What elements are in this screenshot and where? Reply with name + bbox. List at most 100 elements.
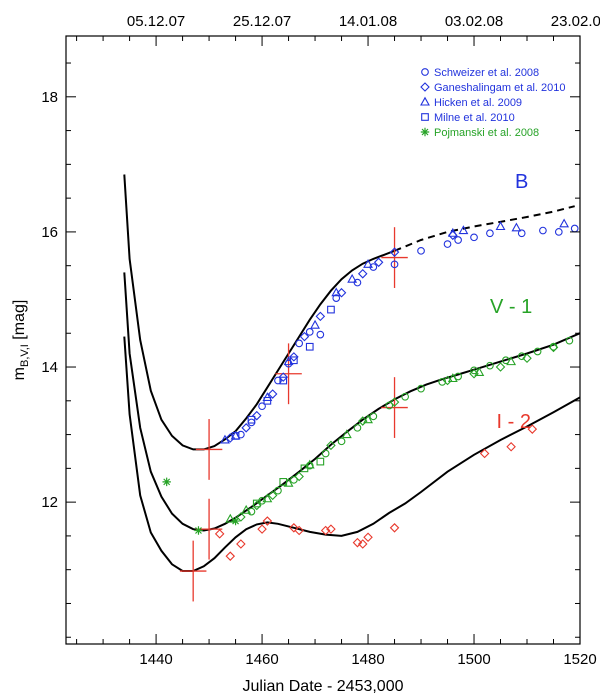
y-axis-label: mB,V,I [mag] (11, 300, 31, 381)
data-point-v-circle (274, 486, 282, 495)
legend-marker-diamond (420, 82, 430, 92)
legend-label: Milne et al. 2010 (434, 112, 515, 124)
data-point-v-triangle (447, 373, 458, 383)
legend-label: Hicken et al. 2009 (434, 97, 522, 109)
data-point-v-star (231, 516, 240, 526)
y-tick-label: 12 (41, 494, 58, 511)
data-point-b-triangle (220, 434, 230, 444)
top-tick-label: 14.01.08 (339, 13, 397, 30)
data-point-v-circle (533, 347, 542, 356)
data-point-b-triangle (511, 222, 522, 232)
data-point-b-diamond (357, 269, 368, 279)
data-point-v-circle (385, 401, 394, 410)
data-point-b-circle (295, 339, 304, 348)
curve-V (123, 272, 581, 532)
data-point-v-triangle (363, 414, 373, 424)
curve-I (123, 336, 581, 572)
data-point-b-triangle (331, 287, 342, 297)
data-point-i-diamond (389, 523, 400, 533)
x-tick-label: 1480 (351, 651, 384, 668)
data-point-b-circle (247, 418, 256, 427)
data-point-b-diamond (389, 247, 400, 257)
data-point-v-triangle (341, 429, 352, 439)
legend-marker-circle (421, 68, 429, 76)
data-point-b-square (231, 432, 240, 440)
error-crosses (179, 227, 408, 602)
error-cross (275, 343, 302, 405)
legend-marker-square (421, 113, 429, 121)
data-point-v-diamond (522, 353, 532, 364)
data-point-b-circle (454, 236, 462, 244)
x-axis-label: Julian Date - 2453,000 (243, 678, 404, 695)
data-point-v-circle (353, 423, 362, 432)
data-point-i-diamond (506, 441, 516, 452)
data-point-b-diamond (251, 410, 262, 421)
data-point-b-circle (390, 260, 399, 269)
data-point-v-circle (565, 336, 574, 345)
data-point-v-square (279, 478, 288, 486)
y-axis-label-unit: [mag] (11, 300, 28, 344)
data-point-v-triangle (262, 493, 273, 503)
data-point-v-diamond (294, 471, 304, 482)
data-point-b-circle (443, 240, 452, 248)
data-point-b-triangle (347, 273, 358, 283)
data-point-b-circle (470, 233, 478, 242)
data-point-v-diamond (326, 440, 336, 451)
data-point-b-diamond (299, 331, 310, 342)
x-tick-label: 1460 (245, 651, 278, 668)
data-point-b-circle (332, 294, 341, 302)
data-point-b-circle (305, 328, 314, 336)
data-point-i-diamond (262, 516, 273, 526)
legend-label: Pojmanski et al. 2008 (434, 127, 539, 139)
data-markers (162, 218, 579, 561)
y-tick-label: 14 (41, 359, 58, 376)
data-point-v-circle (247, 507, 256, 516)
data-point-b-circle (316, 330, 325, 339)
data-point-b-triangle (363, 259, 373, 268)
data-point-v-star (194, 526, 203, 535)
data-point-v-circle (321, 449, 330, 458)
top-tick-label: 05.12.07 (127, 13, 185, 30)
data-point-b-triangle (495, 221, 506, 231)
data-point-v-circle (417, 384, 425, 393)
data-point-b-triangle (447, 227, 458, 237)
data-point-v-triangle (304, 459, 315, 469)
band-label: V - 1 (490, 296, 532, 318)
data-point-i-diamond (527, 424, 538, 434)
data-point-b-diamond (267, 389, 278, 399)
data-point-v-diamond (495, 362, 506, 372)
data-point-b-circle (274, 376, 282, 385)
data-point-i-diamond (294, 525, 304, 536)
data-point-i-diamond (363, 532, 373, 543)
data-point-b-diamond (278, 372, 289, 382)
data-point-i-diamond (236, 539, 246, 549)
data-point-v-circle (454, 372, 462, 381)
data-point-b-diamond (289, 352, 299, 362)
data-point-v-star (162, 477, 171, 487)
top-tick-label: 03.02.08 (445, 13, 503, 30)
model-curves (123, 174, 581, 572)
data-point-v-circle (470, 366, 478, 375)
data-point-v-diamond (548, 342, 559, 353)
plot-frame (65, 35, 581, 645)
data-point-i-diamond (352, 537, 363, 548)
legend-label: Ganeshalingam et al. 2010 (434, 82, 565, 94)
data-point-i-diamond (257, 524, 267, 534)
data-point-i-diamond (320, 525, 331, 536)
y-tick-label: 18 (41, 89, 58, 106)
legend-label: Schweizer et al. 2008 (434, 67, 539, 79)
error-cross (179, 540, 207, 602)
data-point-i-diamond (214, 529, 225, 539)
data-point-v-circle (337, 437, 346, 446)
data-point-v-circle (369, 412, 378, 421)
data-point-v-triangle (225, 513, 236, 523)
data-point-i-diamond (357, 539, 368, 549)
x-tick-label: 1500 (457, 651, 490, 668)
data-point-v-diamond (251, 500, 262, 511)
top-tick-label: 25.12.07 (233, 13, 291, 30)
data-point-i-diamond (225, 551, 236, 561)
band-label: I - 2 (497, 411, 531, 433)
